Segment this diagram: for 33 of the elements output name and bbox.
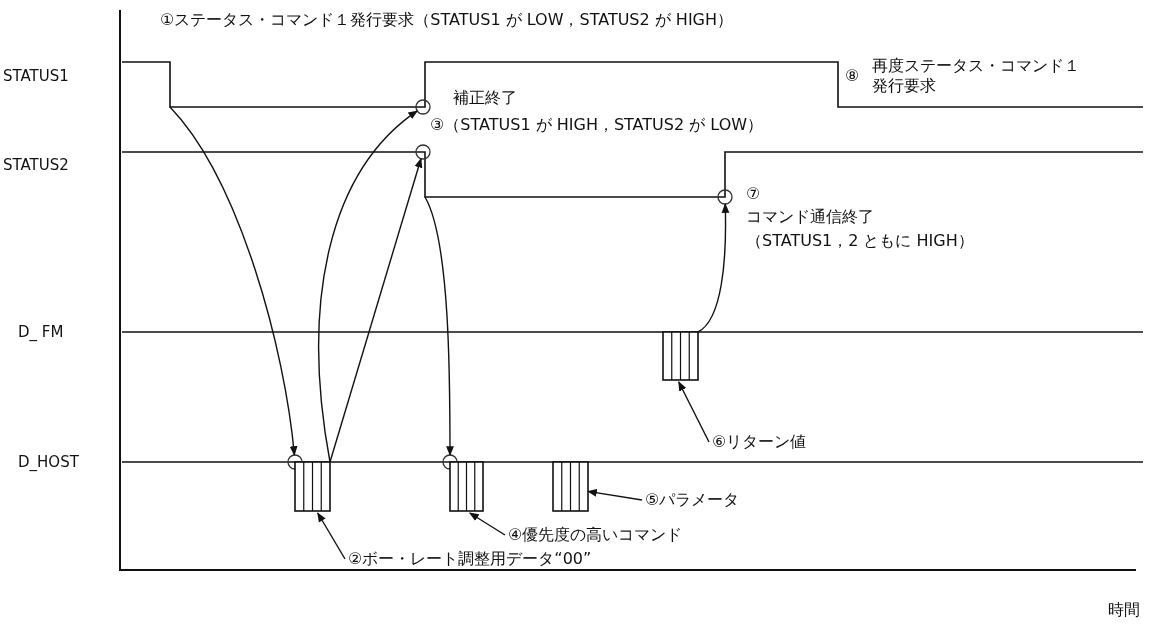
signal-name: D_ FM	[18, 322, 64, 342]
annotation-text: コマンド通信終了	[746, 207, 874, 227]
arrow	[424, 196, 454, 456]
data-block	[294, 461, 331, 512]
arrow	[329, 157, 423, 463]
annotation-text: （STATUS1，2 ともに HIGH）	[746, 231, 974, 251]
signal-name: STATUS1	[3, 66, 69, 86]
signal-name: STATUS2	[3, 155, 69, 175]
signal-name: D_HOST	[18, 452, 79, 472]
data-block	[552, 461, 589, 512]
event-marker-circle	[415, 99, 431, 115]
annotation-text: 補正終了	[453, 88, 517, 108]
data-block	[449, 461, 484, 512]
leader-arrow	[678, 381, 710, 443]
annotation-text: ⑧	[845, 66, 860, 86]
callout-text: ②ボー・レート調整用データ“00”	[348, 549, 592, 569]
event-marker-circle	[415, 144, 431, 160]
event-marker-circle	[717, 189, 733, 205]
arrow	[697, 203, 730, 333]
annotation-text: ①ステータス・コマンド１発行要求（STATUS1 が LOW，STATUS2 が HIGH）	[160, 10, 734, 30]
callout-text: ⑤パラメータ	[645, 490, 740, 510]
arrow	[318, 110, 418, 463]
arrow	[169, 106, 298, 456]
data-block	[662, 331, 699, 381]
leader-arrow	[468, 512, 506, 536]
annotation-text: ③（STATUS1 が HIGH，STATUS2 が LOW）	[430, 115, 764, 135]
annotation-text: 再度ステータス・コマンド１発行要求	[872, 56, 1081, 96]
callout-text: ④優先度の高いコマンド	[508, 525, 683, 545]
annotation-text: ⑦	[746, 184, 761, 204]
annotation-text: 時間	[1108, 600, 1140, 620]
callout-text: ⑥リターン値	[712, 432, 807, 452]
leader-arrow	[587, 488, 643, 501]
leader-arrow	[317, 512, 346, 560]
